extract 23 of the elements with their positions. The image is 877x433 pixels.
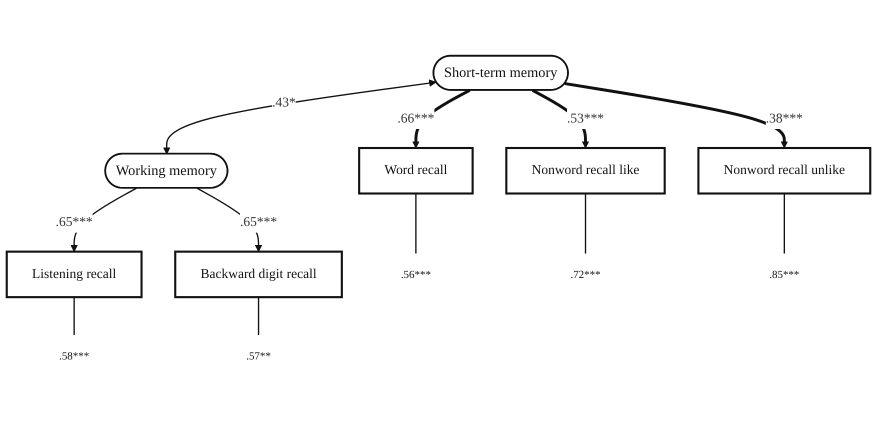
node-box: Nonword recall like [505,147,666,195]
node-text: .57** [246,350,271,362]
arrow [162,80,436,155]
edge-label: .38*** [766,112,803,126]
node-text: .58*** [59,350,90,362]
node-box: Nonword recall unlike [697,147,872,195]
node-text: .85*** [769,268,800,281]
node-text: .72*** [570,268,601,281]
arrow [564,82,788,149]
connector [73,297,75,336]
node-box: Backward digit recall [174,250,343,298]
connector [584,194,586,254]
edge-label: .65*** [240,215,278,230]
node-box: Listening recall [6,250,143,298]
connector [784,194,785,254]
node-box: Word recall [358,147,474,195]
connector [258,297,260,336]
node-text: .56*** [400,268,431,281]
edge-label: .53*** [566,112,604,126]
connector [415,194,417,254]
edge-label: .65*** [56,215,93,230]
edge-label: .66*** [397,112,434,126]
edge-label: .43* [272,96,296,110]
